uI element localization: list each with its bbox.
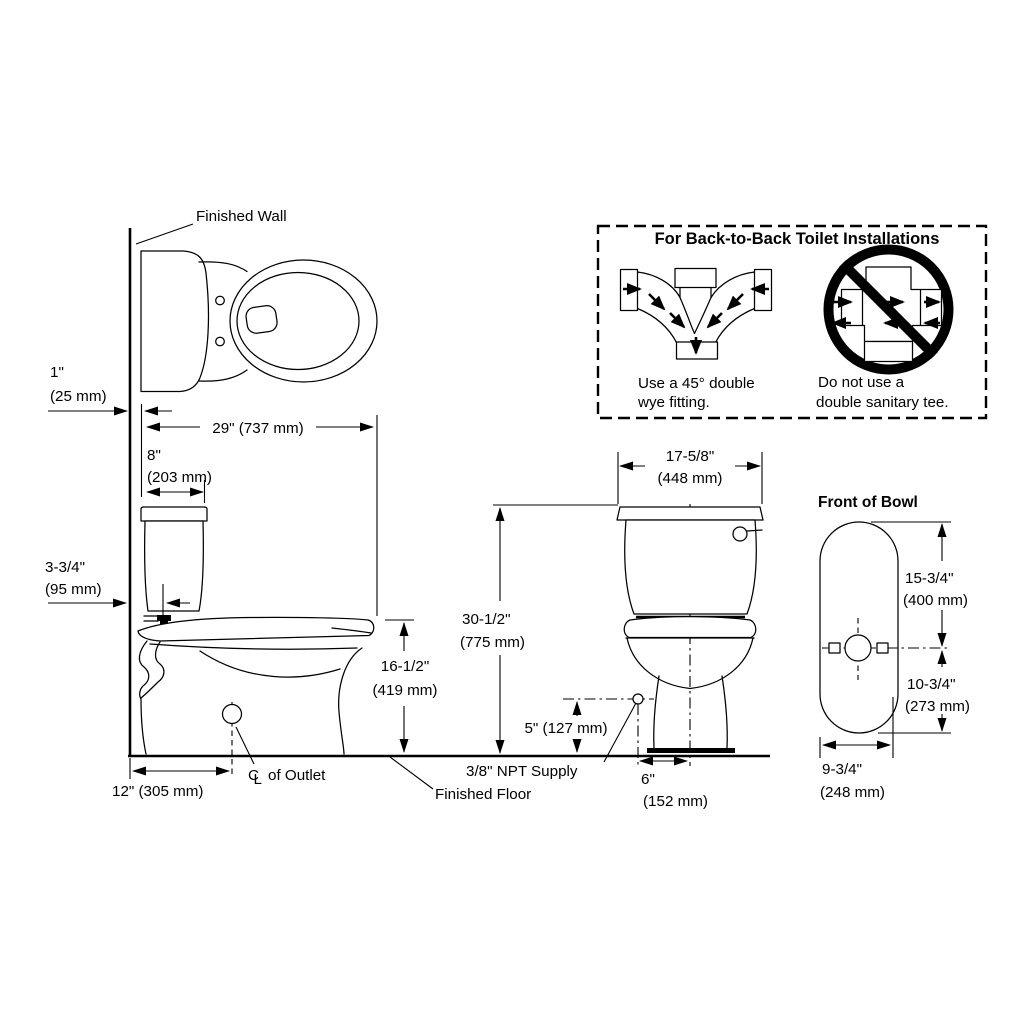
dim-tank-depth-in: 8" [147, 447, 161, 464]
seat-side [137, 616, 375, 642]
bowl-opening [236, 271, 360, 371]
bowl-sweep [199, 650, 341, 678]
dim-tank-width-in: 17-5/8" [666, 448, 714, 465]
front-dimensions: 30-1/2" (775 mm) 17-5/8" (448 mm) 5" (12… [460, 448, 763, 810]
tank-lid-front [616, 506, 764, 521]
finished-floor-label: Finished Floor [435, 786, 531, 803]
dim-rough-in: 12" (305 mm) [112, 783, 203, 800]
dim-bowl-upper-in: 15-3/4" [905, 570, 953, 587]
finished-wall-label: Finished Wall [196, 208, 287, 225]
wye-upper-right-curve [710, 271, 756, 299]
tank-lid-side [140, 506, 208, 522]
bowl-front [626, 637, 754, 690]
dim-trip-lever-in: 3-3/4" [45, 559, 85, 576]
centerline-symbol-l: L [254, 771, 262, 788]
outlet-label: of Outlet [268, 767, 326, 784]
centerline-symbol-c: C [248, 767, 259, 784]
wye-v-notch [679, 296, 712, 335]
trapway-inner-line [140, 641, 165, 699]
bolt-tab-left [828, 642, 841, 654]
pedestal-right [721, 675, 728, 749]
bowl-rear-profile [338, 647, 363, 755]
tank-side [144, 520, 204, 612]
finished-floor-leader [389, 756, 434, 790]
dim-bowl-lower-in: 10-3/4" [907, 676, 955, 693]
hinge-bolt-bottom [215, 336, 225, 347]
back-to-back-border [596, 224, 988, 420]
dim-wall-gap-in: 1" [50, 364, 64, 381]
bowl-outlet-circle [844, 634, 872, 662]
tee-caption-line1: Do not use a [818, 374, 905, 391]
seat-neck-top [198, 261, 248, 273]
tank-top-view [140, 250, 210, 393]
flush-lever-handle [746, 529, 763, 532]
dim-trip-lever-mm: (95 mm) [45, 581, 102, 598]
bolt-tab-right [876, 642, 889, 654]
rim-line [149, 643, 358, 650]
dim-rim-height-in: 16-1/2" [381, 658, 429, 675]
front-view [563, 504, 764, 768]
dim-supply-offset-in: 6" [641, 771, 655, 788]
seat-neck-bottom [198, 369, 248, 382]
no-sanitary-tee-diagram [823, 244, 954, 375]
outlet-leader [235, 726, 255, 765]
wye-flow-arrow-right-diag1 [726, 293, 744, 311]
wye-inlet-top [674, 267, 717, 289]
dim-bowl-upper-mm: (400 mm) [903, 592, 968, 609]
wye-fitting-diagram [619, 267, 773, 360]
back-to-back-title: For Back-to-Back Toilet Installations [655, 230, 940, 248]
wye-flow-arrow-right-diag2 [706, 312, 723, 329]
dim-supply-height: 5" (127 mm) [524, 720, 607, 737]
back-to-back-box: For Back-to-Back Toilet Installations Us… [596, 224, 988, 420]
dim-rim-height-mm: (419 mm) [373, 682, 438, 699]
dim-bowl-lower-mm: (273 mm) [905, 698, 970, 715]
prohibition-slash [838, 259, 939, 360]
flush-lever [732, 526, 748, 542]
dim-wall-gap-mm: (25 mm) [50, 388, 107, 405]
dim-bowl-width-in: 9-3/4" [822, 761, 862, 778]
wye-caption-line2: wye fitting. [637, 394, 710, 411]
dim-supply-offset-mm: (152 mm) [643, 793, 708, 810]
side-view [137, 506, 375, 778]
dim-overall-height-mm: (775 mm) [460, 634, 525, 651]
tee-outlet-bottom [863, 340, 914, 363]
side-dimensions: 1" (25 mm) 29" (737 mm) 8" (203 mm) 3-3/… [45, 364, 531, 803]
npt-supply-label: 3/8" NPT Supply [466, 763, 578, 780]
rim-front [623, 616, 757, 639]
prohibition-circle [823, 244, 954, 375]
wye-flow-arrow-left-diag1 [648, 293, 666, 311]
wye-flow-arrow-left-diag2 [669, 312, 686, 329]
seat-seam [331, 627, 372, 634]
wye-lower-left-curve [636, 307, 678, 344]
front-of-bowl-title: Front of Bowl [818, 494, 918, 511]
finished-wall-leader [135, 223, 194, 245]
seat-outer-ring [229, 259, 378, 383]
top-view [140, 250, 378, 393]
dim-bowl-width-mm: (248 mm) [820, 784, 885, 801]
dim-overall-height-in: 30-1/2" [462, 611, 510, 628]
wye-lower-right-curve [714, 307, 756, 344]
outlet-hole [221, 703, 243, 725]
hinge-bolt-top [215, 295, 225, 306]
wye-upper-left-curve [636, 271, 681, 299]
pedestal-left [653, 675, 660, 749]
tank-front [624, 519, 757, 615]
dim-tank-width-mm: (448 mm) [658, 470, 723, 487]
dim-tank-depth-mm: (203 mm) [147, 469, 212, 486]
dim-overall-depth: 29" (737 mm) [212, 420, 303, 437]
front-of-bowl-view: Front of Bowl 15-3/4" (400 mm) 10-3/4" (… [818, 494, 970, 801]
supply-point [632, 693, 644, 705]
water-spot [245, 305, 278, 334]
base-plate [647, 748, 735, 753]
wye-caption-line1: Use a 45° double [638, 375, 755, 392]
tee-caption-line2: double sanitary tee. [816, 394, 949, 411]
bowl-footprint [819, 521, 899, 734]
npt-supply-leader [603, 702, 637, 763]
trapway-front-profile [138, 640, 150, 755]
